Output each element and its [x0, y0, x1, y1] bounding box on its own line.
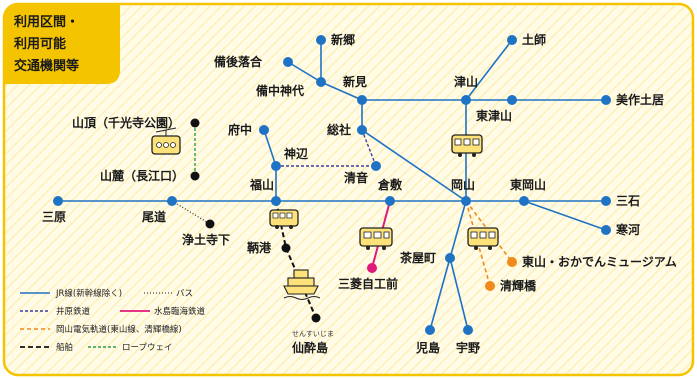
title-line-2: 利用可能	[14, 36, 66, 52]
ship-icon	[283, 269, 321, 300]
other-station-dots	[190, 118, 321, 323]
seikibashi-dot	[485, 281, 495, 291]
label-higashiyama: 東山・おかでんミュージアム	[522, 254, 677, 269]
legend-ropeway: ロープウェイ	[122, 343, 173, 353]
label-okayama: 岡山	[451, 177, 475, 192]
legend-bus: バス	[176, 289, 193, 299]
legend-okaden: 岡山電気軌道(東山線、清輝橋線)	[56, 324, 182, 335]
label-kiyone: 清音	[344, 170, 368, 185]
label-fukuyama: 福山	[249, 177, 274, 192]
label-mitsubishi: 三菱自工前	[338, 276, 398, 291]
label-bingo-ochiai: 備後落合	[214, 54, 263, 69]
label-sakazu: 寒河	[615, 222, 640, 237]
title-badge	[4, 4, 120, 84]
label-souja: 総社	[327, 122, 351, 137]
label-higashi-okayama: 東岡山	[510, 177, 546, 192]
label-seikibashi: 清輝橋	[500, 278, 537, 293]
label-onomichi: 尾道	[142, 209, 166, 224]
ropeway-icon	[151, 127, 181, 155]
title-line-1: 利用区間・	[14, 14, 79, 30]
tram-icon	[451, 134, 483, 157]
bus-icon	[269, 209, 299, 229]
label-kojima: 児島	[415, 340, 440, 355]
higashiyama-dot	[507, 257, 517, 267]
label-sanroku: 山麓（長江口）	[100, 168, 184, 183]
label-jodoji: 浄土寺下	[182, 232, 230, 247]
jr-station-dots	[53, 35, 611, 335]
label-higashi-tsuyama: 東津山	[476, 108, 512, 123]
label-mihara: 三原	[42, 210, 66, 224]
label-mimasaka-doi: 美作土居	[616, 92, 664, 107]
label-bicchu-kojiro: 備中神代	[256, 83, 304, 98]
legend-ibara: 井原鉄道	[56, 306, 91, 317]
label-sangou: 新郷	[331, 32, 355, 47]
label-kannabe: 神辺	[284, 146, 308, 161]
label-fuchu: 府中	[228, 122, 252, 137]
mitsubishi-dot	[367, 263, 377, 273]
label-saidaiji: 三石	[616, 194, 640, 208]
tram-icon	[467, 227, 499, 250]
label-sancho: 山頂（千光寺公園）	[72, 115, 180, 130]
title-line-3: 交通機関等	[14, 58, 79, 74]
label-chayamachi: 茶屋町	[399, 250, 436, 265]
label-uno: 宇野	[456, 340, 480, 355]
legend-ferry: 船舶	[56, 342, 73, 353]
ibara-line	[276, 129, 377, 167]
label-tsuchishi: 土師	[522, 32, 546, 47]
jr-lines	[58, 39, 608, 331]
label-tsuyama: 津山	[454, 74, 478, 89]
legend: JR線(新幹線除く) バス 井原鉄道 水島臨海鉄道 岡山電気軌道(東山線、清輝橋…	[20, 288, 206, 353]
train-icon	[359, 227, 393, 250]
label-sensui: 仙酔島	[292, 340, 328, 355]
label-tomo: 鞆港	[247, 240, 272, 255]
label-kurashiki: 倉敷	[377, 177, 403, 192]
label-sensui-ruby: せんすいじま	[292, 330, 334, 338]
legend-mizushima: 水島臨海鉄道	[154, 306, 206, 317]
label-niimi: 新見	[343, 74, 367, 89]
legend-jr: JR線(新幹線除く)	[55, 288, 122, 299]
